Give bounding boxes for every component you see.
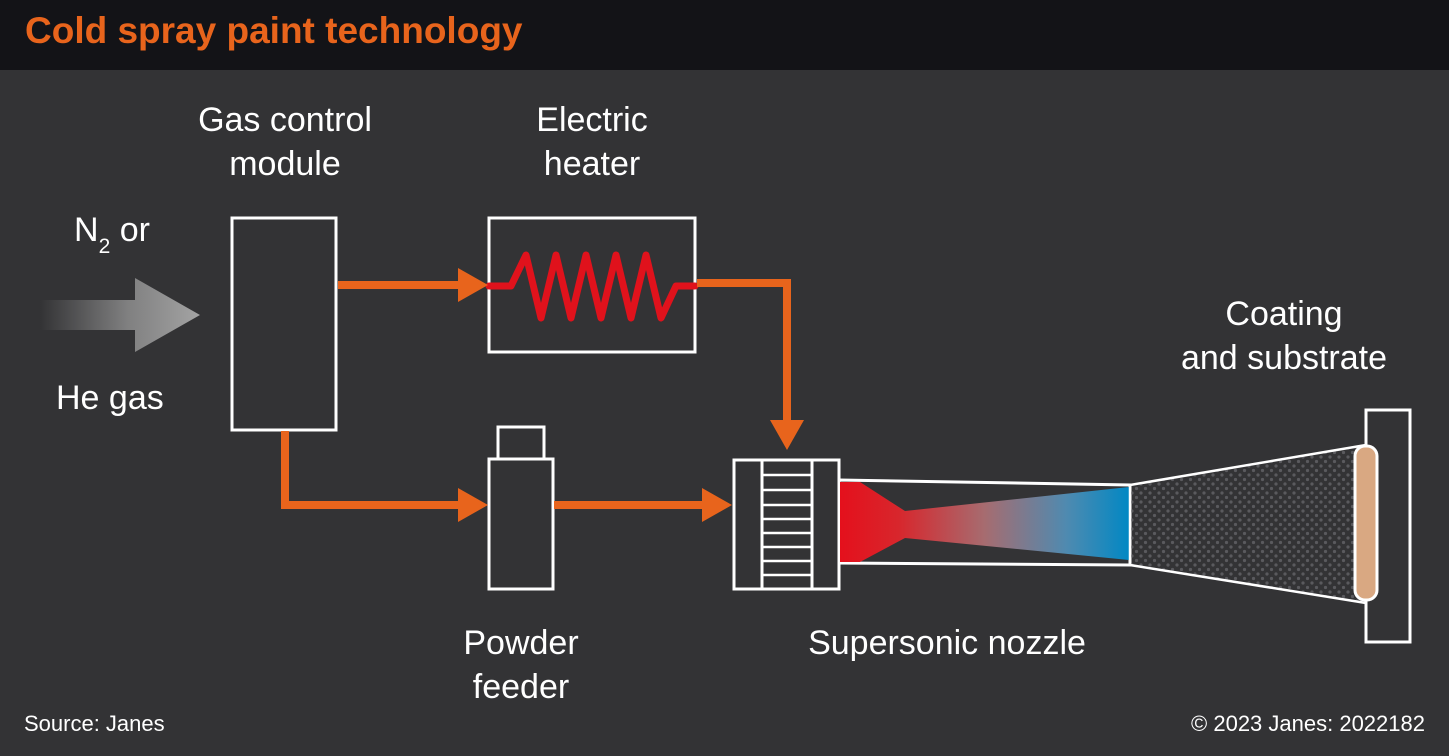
nozzle-chamber bbox=[732, 458, 841, 591]
powder-line2: feeder bbox=[472, 668, 570, 706]
title-bar: Cold spray paint technology bbox=[0, 0, 1449, 70]
nozzle-text: Supersonic nozzle bbox=[808, 624, 1086, 662]
page-title: Cold spray paint technology bbox=[25, 10, 523, 51]
copyright-notice: © 2023 Janes: 2022182 bbox=[1191, 711, 1425, 736]
gas-input-he: He gas bbox=[56, 379, 164, 417]
powder-line1: Powder bbox=[463, 624, 579, 662]
heater-line1: Electric bbox=[536, 101, 648, 139]
gas-control-line2: module bbox=[229, 145, 341, 183]
powder-feeder-body bbox=[487, 457, 555, 591]
coating-layer bbox=[1353, 444, 1379, 602]
coating-line1: Coating bbox=[1225, 295, 1343, 333]
heater-coil bbox=[485, 251, 699, 322]
supersonic-nozzle-gradient bbox=[840, 482, 1129, 562]
flow-arrows bbox=[281, 268, 804, 522]
gas-control-line1: Gas control bbox=[198, 101, 372, 139]
heater-line2: heater bbox=[543, 145, 641, 183]
spray-plume bbox=[1128, 443, 1368, 605]
gas-inlet-arrow bbox=[40, 278, 200, 352]
powder-feeder-label: Powder feeder bbox=[421, 621, 621, 709]
coating-label: Coating and substrate bbox=[1154, 292, 1414, 380]
gas-control-label: Gas control module bbox=[170, 98, 400, 186]
gas-input-label-line2: He gas bbox=[56, 376, 164, 420]
coating-line2: and substrate bbox=[1180, 339, 1388, 377]
gas-control-module-box bbox=[230, 216, 338, 432]
source-credit: Source: Janes bbox=[24, 711, 165, 736]
gas-input-n-symbol: N bbox=[74, 211, 99, 249]
nozzle-label: Supersonic nozzle bbox=[782, 621, 1112, 665]
powder-feeder-cap bbox=[496, 425, 546, 461]
gas-input-or: or bbox=[110, 211, 150, 249]
gas-input-label: N2 or bbox=[74, 208, 150, 258]
heater-label: Electric heater bbox=[492, 98, 692, 186]
gas-input-subscript: 2 bbox=[98, 235, 111, 258]
